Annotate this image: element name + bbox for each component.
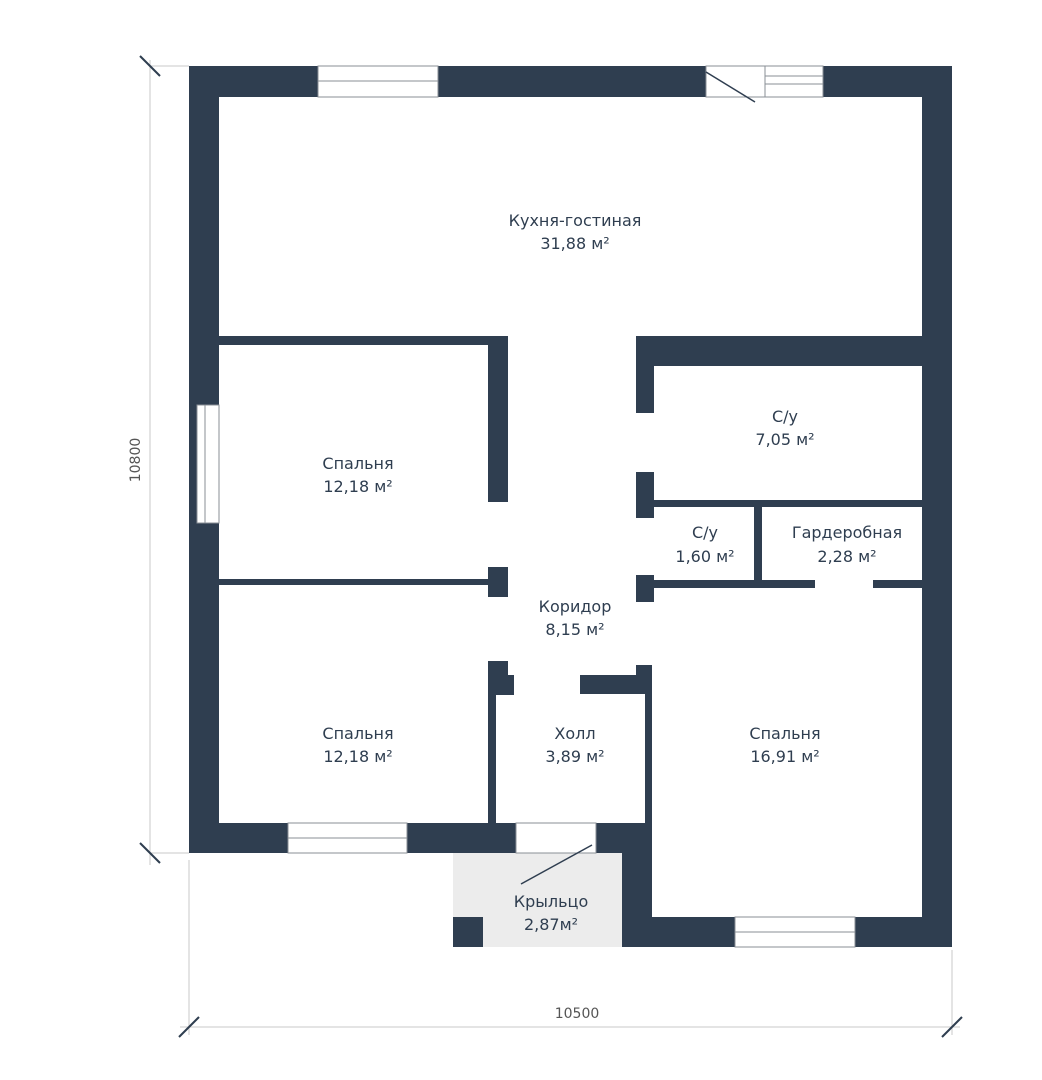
room-name: С/у [772, 407, 798, 426]
room-hall: Холл 3,89 м² [545, 724, 604, 766]
room-area: 7,05 м² [755, 430, 814, 449]
height-label: 10800 [128, 438, 144, 483]
room-porch: Крыльцо 2,87м² [514, 892, 588, 934]
room-area: 1,60 м² [675, 547, 734, 566]
room-name: Коридор [539, 597, 612, 616]
room-bedroom-3: Спальня 16,91 м² [749, 724, 820, 766]
room-name: Спальня [322, 724, 393, 743]
room-area: 2,28 м² [817, 547, 876, 566]
room-area: 12,18 м² [323, 477, 392, 496]
window-bottom-left [287, 822, 408, 854]
room-name: Кухня-гостиная [509, 211, 642, 230]
entrance-door [515, 822, 597, 885]
porch-post [453, 917, 483, 947]
room-name: Спальня [749, 724, 820, 743]
window-left [196, 404, 220, 524]
room-area: 3,89 м² [545, 747, 604, 766]
width-label: 10500 [555, 1006, 600, 1022]
room-area: 8,15 м² [545, 620, 604, 639]
room-area: 2,87м² [524, 915, 578, 934]
room-wardrobe: Гардеробная 2,28 м² [792, 523, 902, 566]
window-bottom-right [734, 916, 856, 948]
room-area: 16,91 м² [750, 747, 819, 766]
door-kitchen [705, 65, 766, 103]
dimension-width: 10500 [178, 860, 963, 1038]
room-name: С/у [692, 523, 718, 542]
room-bathroom-1: С/у 7,05 м² [755, 407, 814, 449]
room-name: Холл [554, 724, 595, 743]
dimension-height: 10800 [128, 55, 189, 865]
room-area: 12,18 м² [323, 747, 392, 766]
room-bedroom-2: Спальня 12,18 м² [322, 724, 393, 766]
interior-walls [219, 336, 922, 823]
room-kitchen-living: Кухня-гостиная 31,88 м² [509, 211, 642, 253]
room-bedroom-1: Спальня 12,18 м² [322, 454, 393, 496]
room-name: Гардеробная [792, 523, 902, 542]
window-top-left [317, 65, 439, 98]
room-area: 31,88 м² [540, 234, 609, 253]
window-top-right [764, 65, 824, 98]
room-name: Спальня [322, 454, 393, 473]
room-name: Крыльцо [514, 892, 588, 911]
interior-floor [219, 97, 922, 917]
room-corridor: Коридор 8,15 м² [539, 597, 612, 639]
room-bathroom-2: С/у 1,60 м² [675, 523, 734, 566]
